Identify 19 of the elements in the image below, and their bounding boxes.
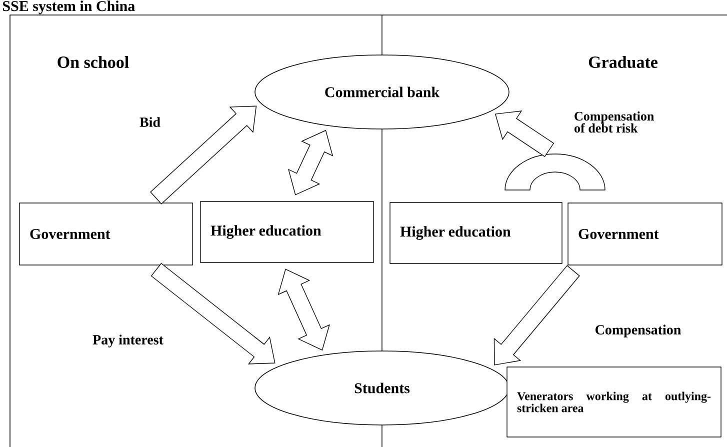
- block-arrow: [278, 268, 330, 351]
- text-box: Venerators working at outlying-stricken area: [506, 366, 722, 438]
- edge-label: Pay interest: [92, 334, 164, 348]
- block-arrow: [494, 265, 580, 366]
- edge-label: Compensation of debt risk: [573, 110, 663, 134]
- block-arrow: [150, 106, 257, 204]
- process-box: Higher education: [200, 201, 374, 263]
- edge-label: Compensation: [594, 324, 682, 338]
- block-arrow: [288, 130, 334, 196]
- arch-shape: [504, 154, 606, 190]
- section-heading: Graduate: [588, 56, 658, 68]
- section-heading: On school: [58, 56, 129, 68]
- ellipse-node: Commercial bank: [254, 54, 510, 130]
- process-box: Government: [568, 202, 722, 266]
- title: SSE system in China: [3, 0, 135, 14]
- ellipse-node: Students: [254, 350, 510, 426]
- process-box: Government: [19, 202, 193, 266]
- edge-label: Bid: [138, 116, 162, 128]
- process-box: Higher education: [390, 202, 562, 264]
